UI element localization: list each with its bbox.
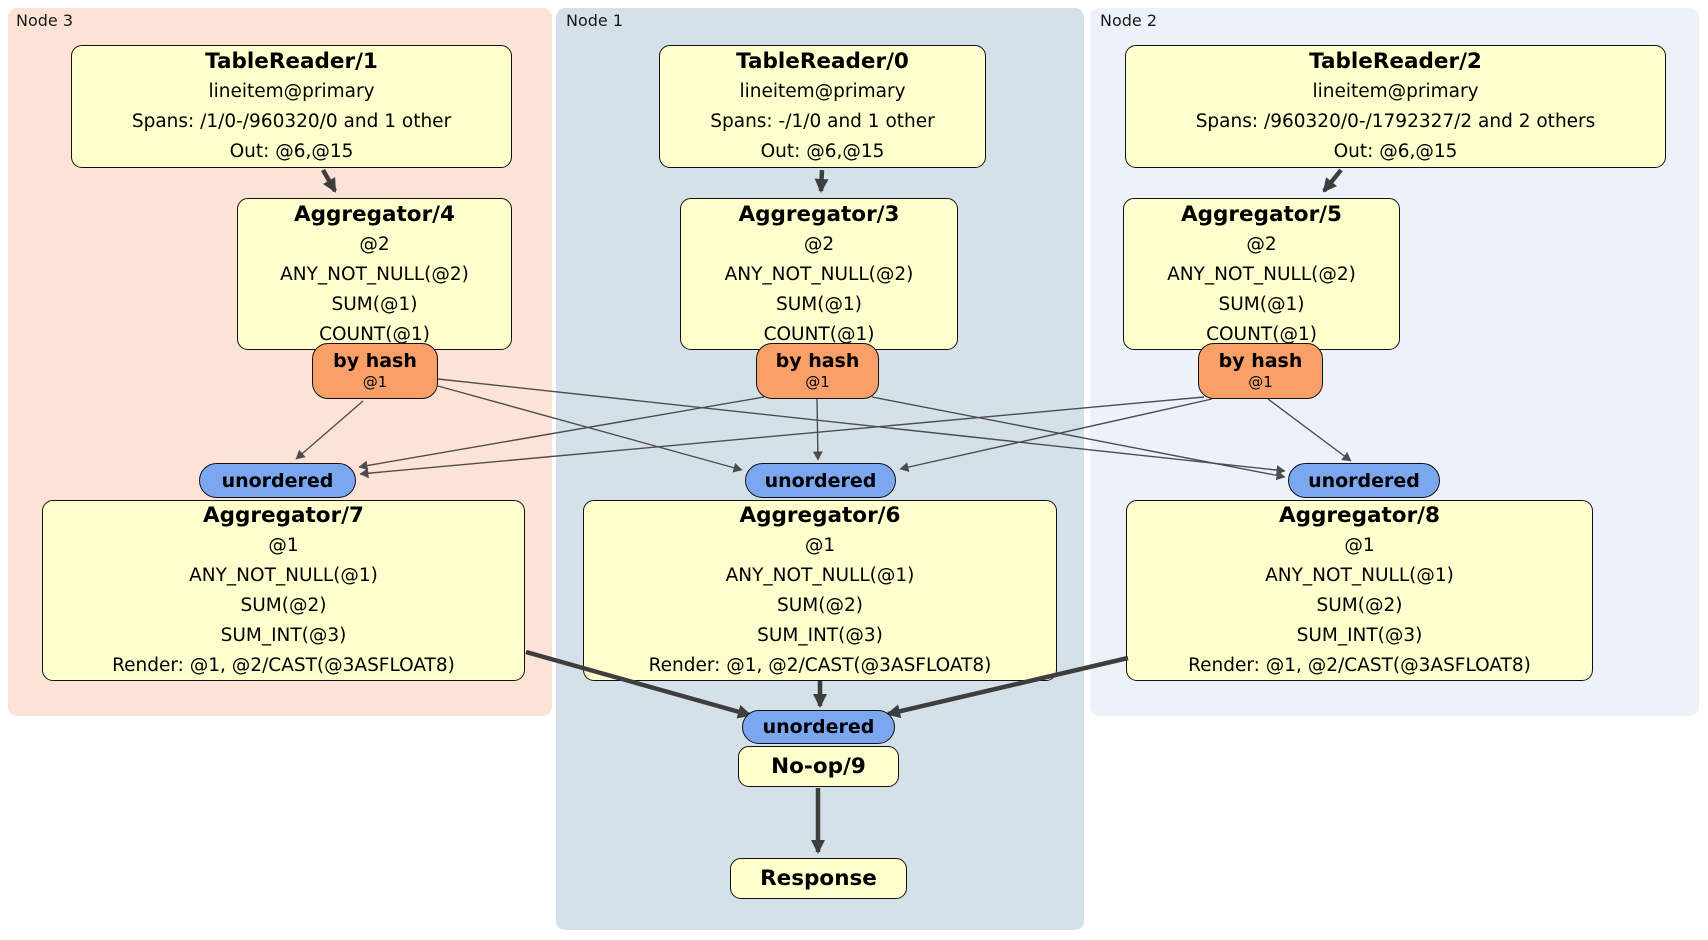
- processor-detail: @2: [359, 233, 390, 255]
- processor-title: Aggregator/7: [203, 503, 364, 528]
- processor-aggregator-5: Aggregator/5 @2 ANY_NOT_NULL(@2) SUM(@1)…: [1123, 198, 1400, 350]
- processor-title: Aggregator/4: [294, 201, 455, 227]
- processor-detail: SUM(@1): [776, 293, 862, 315]
- processor-title: Aggregator/3: [738, 201, 900, 227]
- processor-detail: Render: @1, @2/CAST(@3ASFLOAT8): [1188, 655, 1531, 676]
- processor-aggregator-3: Aggregator/3 @2 ANY_NOT_NULL(@2) SUM(@1)…: [680, 198, 958, 350]
- edge-tr2-agg5: [1322, 168, 1343, 193]
- processor-detail: Out: @6,@15: [760, 141, 885, 162]
- processor-detail: ANY_NOT_NULL(@1): [189, 565, 378, 586]
- edge-r5-s8: [1267, 398, 1352, 462]
- processor-detail: Render: @1, @2/CAST(@3ASFLOAT8): [648, 655, 992, 676]
- router-by-hash-3: by hash @1: [756, 343, 879, 399]
- processor-detail: lineitem@primary: [208, 81, 375, 102]
- sync-unordered-6: unordered: [745, 463, 896, 498]
- processor-detail: SUM_INT(@3): [1296, 625, 1423, 646]
- router-label: by hash: [775, 350, 860, 372]
- processor-detail: COUNT(@1): [763, 323, 875, 345]
- processor-title: Aggregator/8: [1279, 503, 1440, 528]
- node2-label: Node 2: [1100, 11, 1158, 30]
- edge-r4-s6: [437, 385, 743, 473]
- edge-agg7-final: [525, 649, 752, 719]
- processor-detail: Spans: /960320/0-/1792327/2 and 2 others: [1195, 111, 1596, 132]
- router-by-hash-4: by hash @1: [312, 343, 438, 399]
- processor-title: Response: [760, 866, 877, 891]
- processor-detail: SUM(@2): [1316, 595, 1403, 616]
- processor-tablereader-1: TableReader/1 lineitem@primary Spans: /1…: [71, 45, 512, 168]
- processor-detail: @1: [1344, 535, 1375, 556]
- sync-label: unordered: [762, 716, 875, 738]
- processor-detail: Render: @1, @2/CAST(@3ASFLOAT8): [112, 655, 455, 676]
- sync-label: unordered: [221, 469, 334, 492]
- processor-detail: Spans: /1/0-/960320/0 and 1 other: [131, 111, 452, 132]
- edge-r5-s6: [899, 398, 1213, 473]
- processor-aggregator-4: Aggregator/4 @2 ANY_NOT_NULL(@2) SUM(@1)…: [237, 198, 512, 350]
- edge-r4-s8: [437, 378, 1286, 476]
- router-label: by hash: [1218, 350, 1303, 372]
- node1-label: Node 1: [566, 11, 624, 30]
- edge-tr0-agg3: [814, 169, 829, 193]
- response-box: Response: [730, 858, 907, 899]
- processor-detail: ANY_NOT_NULL(@2): [1167, 263, 1356, 285]
- processor-aggregator-6: Aggregator/6 @1 ANY_NOT_NULL(@1) SUM(@2)…: [583, 500, 1057, 681]
- processor-title: TableReader/2: [1309, 49, 1482, 74]
- router-detail: @1: [805, 373, 830, 391]
- processor-aggregator-7: Aggregator/7 @1 ANY_NOT_NULL(@1) SUM(@2)…: [42, 500, 525, 681]
- router-detail: @1: [1248, 373, 1273, 391]
- processor-detail: COUNT(@1): [319, 323, 430, 345]
- edge-r3-s6: [812, 398, 823, 461]
- router-label: by hash: [333, 350, 417, 372]
- sync-unordered-8: unordered: [1288, 463, 1440, 498]
- processor-detail: @2: [803, 233, 835, 255]
- processor-detail: ANY_NOT_NULL(@1): [1265, 565, 1454, 586]
- processor-title: TableReader/1: [205, 49, 378, 74]
- processor-detail: SUM(@1): [331, 293, 418, 315]
- processor-detail: ANY_NOT_NULL(@2): [724, 263, 914, 285]
- processor-detail: SUM(@1): [1218, 293, 1305, 315]
- processor-aggregator-8: Aggregator/8 @1 ANY_NOT_NULL(@1) SUM(@2)…: [1126, 500, 1593, 681]
- edge-r3-s8: [871, 396, 1286, 481]
- processor-detail: SUM(@2): [777, 595, 863, 616]
- processor-tablereader-0: TableReader/0 lineitem@primary Spans: -/…: [659, 45, 986, 168]
- sync-unordered-final: unordered: [742, 710, 895, 744]
- processor-noop-9: No-op/9: [738, 746, 899, 787]
- processor-detail: lineitem@primary: [1312, 81, 1479, 102]
- sync-label: unordered: [1308, 469, 1420, 492]
- processor-detail: @1: [804, 535, 836, 556]
- router-detail: @1: [362, 373, 388, 391]
- edge-r5-s7: [359, 396, 1205, 479]
- processor-tablereader-2: TableReader/2 lineitem@primary Spans: /9…: [1125, 45, 1666, 168]
- processor-detail: Out: @6,@15: [229, 141, 354, 162]
- edge-agg8-final: [886, 655, 1129, 719]
- edge-tr1-agg4: [321, 168, 337, 193]
- sync-label: unordered: [764, 469, 877, 492]
- processor-detail: @1: [268, 535, 299, 556]
- processor-title: Aggregator/5: [1181, 201, 1342, 227]
- sync-unordered-7: unordered: [199, 463, 356, 498]
- processor-title: TableReader/0: [736, 49, 909, 74]
- processor-detail: SUM_INT(@3): [220, 625, 347, 646]
- processor-detail: ANY_NOT_NULL(@2): [280, 263, 469, 285]
- router-by-hash-5: by hash @1: [1198, 343, 1323, 399]
- processor-detail: SUM(@2): [240, 595, 327, 616]
- processor-detail: Out: @6,@15: [1333, 141, 1458, 162]
- edge-r3-s7: [358, 396, 765, 471]
- edge-r4-s7: [295, 400, 364, 460]
- processor-detail: COUNT(@1): [1206, 323, 1317, 345]
- processor-detail: Spans: -/1/0 and 1 other: [710, 111, 935, 132]
- processor-title: No-op/9: [771, 754, 866, 779]
- processor-title: Aggregator/6: [739, 503, 901, 528]
- processor-detail: ANY_NOT_NULL(@1): [725, 565, 915, 586]
- processor-detail: lineitem@primary: [739, 81, 906, 102]
- processor-detail: @2: [1246, 233, 1277, 255]
- processor-detail: SUM_INT(@3): [757, 625, 883, 646]
- node3-label: Node 3: [16, 11, 74, 30]
